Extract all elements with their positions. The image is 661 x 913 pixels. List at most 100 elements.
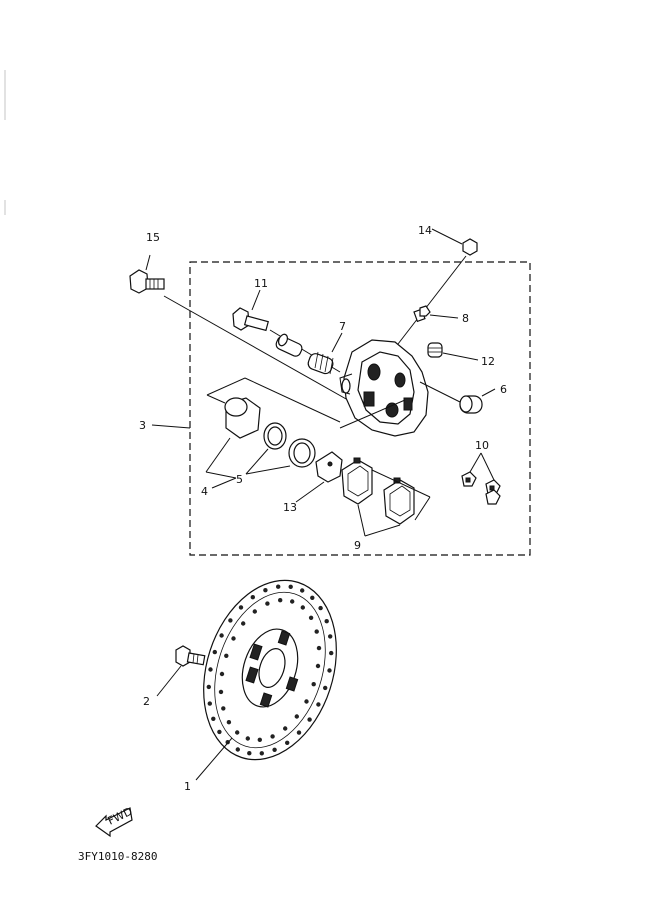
disc-hole [315,663,321,669]
pad-spring-10b [485,479,501,495]
pad-pin-axis [339,399,406,429]
callout-5: 5 [236,473,243,486]
disc-hole [278,598,283,603]
forward-direction-arrow: FWD [95,805,134,838]
boot-12 [427,342,443,358]
disc-hole [304,699,309,704]
piston-4 [224,397,261,439]
disc-bolt-2 [175,645,206,667]
disc-hole [285,740,290,745]
disc-hole [212,649,217,655]
disc-hole [265,601,270,606]
axis-line-6 [419,381,461,403]
disc-hole [235,730,240,735]
leader-line-11 [251,289,261,311]
bolt-axis-line [163,295,356,405]
bleed-screw-cap-14 [462,238,478,256]
leader-line-10 [469,452,482,473]
leader-line-9 [364,524,401,537]
leader-line-10 [480,452,495,481]
disc-hole [250,595,255,600]
group-line [206,394,226,404]
callout-2: 2 [143,695,150,708]
disc-hole [314,629,319,634]
disc-hole [263,588,268,593]
disc-hole [290,599,295,604]
disc-hole [308,615,314,620]
callout-14: 14 [418,224,432,237]
group-line-9 [371,469,431,498]
leader-line-3 [151,424,191,429]
disc-hole [238,605,244,610]
disc-hole [245,736,250,741]
disc-hole [257,737,262,742]
callout-13: 13 [283,501,297,514]
disc-hole [252,609,257,614]
callout-7: 7 [339,320,346,333]
callout-6: 6 [500,383,507,396]
callout-4: 4 [201,485,208,498]
disc-hole [316,702,321,707]
disc-hole [208,667,213,672]
disc-hole [272,747,277,752]
disc-hole [329,650,334,656]
disc-hole [311,682,316,687]
group-line-9 [414,496,431,521]
disc-hole [300,605,305,610]
brake-disc-1 [203,579,337,761]
disc-hole [206,684,211,690]
leader-line-7 [331,332,343,353]
leader-line-6 [481,388,496,397]
pad-shim-13 [315,451,343,483]
callout-1: 1 [184,780,191,793]
disc-hole [259,751,264,756]
axis-line-14 [397,255,467,345]
disc-hole [241,621,246,626]
disc-hole [283,726,288,731]
callout-11: 11 [254,277,268,290]
leader-line-5 [245,448,269,475]
callout-10: 10 [475,439,489,452]
caliper-sleeve [275,333,303,357]
pad-spring-10c [485,489,501,505]
leader-line-8 [429,314,459,319]
piston-seal-5 [263,422,287,450]
disc-hole [327,668,332,673]
callout-3: 3 [139,419,146,432]
leader-line-9 [357,504,366,537]
disc-hole [228,618,233,623]
disc-hole [296,730,302,735]
leader-line-5 [245,465,291,475]
disc-hole [247,751,252,756]
callout-8: 8 [462,312,469,325]
leader-line-1 [195,737,233,781]
callout-9: 9 [354,539,361,552]
leader-line-2 [156,665,182,697]
disc-hole [324,619,329,624]
leader-line-12 [442,352,479,361]
pad-spring-10a [461,471,477,487]
caliper-bolt-11 [232,307,269,332]
disc-hole [221,706,226,711]
leader-line-13 [295,481,325,503]
callout-15: 15 [146,231,160,244]
bleed-screw-8 [413,305,431,323]
leader-line-15 [145,254,151,271]
disc-hole [224,653,229,658]
disc-hole [318,605,323,611]
bush-6 [459,395,483,414]
disc-hole [219,633,224,638]
disc-hole [219,671,225,677]
disc-hole [316,645,322,651]
disc-hole [288,584,293,589]
disc-hole [235,747,240,752]
disc-hole [310,595,315,600]
leader-line-4 [205,437,231,473]
disc-hole [294,714,299,719]
caliper-assembly-boundary [189,261,531,556]
leader-line-4 [211,477,237,489]
disc-hole [217,729,222,735]
disc-hole [231,636,236,641]
disc-hole [276,584,281,589]
